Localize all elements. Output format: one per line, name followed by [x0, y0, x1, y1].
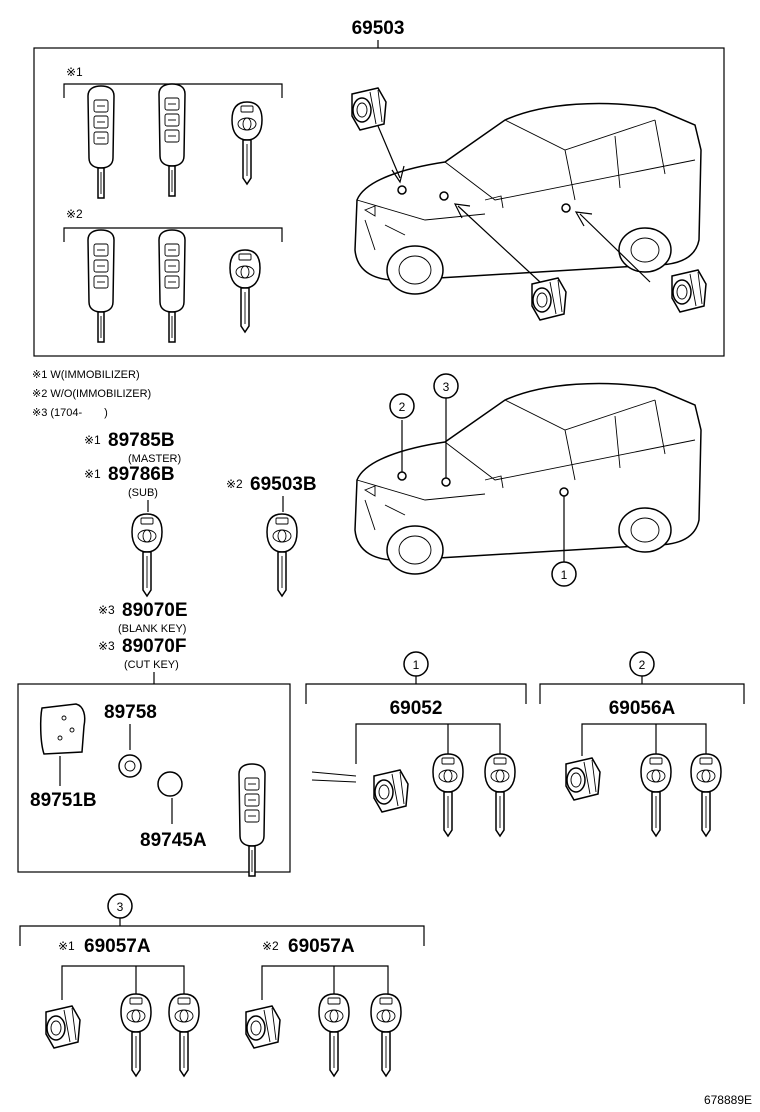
transmitter-box	[17, 683, 291, 873]
vehicle-icon	[354, 102, 702, 295]
mechanical-key-icon	[131, 513, 163, 597]
ignition-switch-icon	[531, 277, 567, 321]
mechanical-key-icon	[432, 753, 464, 837]
callout-circle-icon: 2	[629, 651, 655, 677]
mechanical-key-icon	[229, 249, 261, 333]
key-master-desc: (MASTER)	[128, 453, 181, 465]
door-lock-cylinder-icon	[671, 269, 707, 313]
svg-text:1: 1	[413, 658, 420, 672]
key-cut-desc: (CUT KEY)	[124, 659, 179, 671]
svg-text:1: 1	[561, 568, 568, 582]
mechanical-key-icon	[266, 513, 298, 597]
set3-left-mark: ※1	[58, 939, 75, 953]
mechanical-key-icon	[690, 753, 722, 837]
ignition-switch-icon	[373, 769, 409, 813]
group1-mark: ※1	[66, 65, 83, 79]
mechanical-key-icon	[318, 993, 350, 1077]
mechanical-key-icon	[120, 993, 152, 1077]
mechanical-key-icon	[484, 753, 516, 837]
smart-key-icon	[238, 763, 266, 877]
key-69503b-number: 69503B	[250, 474, 317, 495]
key-blank-number: 89070E	[122, 600, 188, 621]
svg-text:3: 3	[117, 900, 124, 914]
mechanical-key-icon	[168, 993, 200, 1077]
svg-text:2: 2	[399, 400, 406, 414]
mechanical-key-icon	[640, 753, 672, 837]
transmitter-case-icon	[39, 703, 86, 755]
seal-ring-icon	[118, 754, 142, 778]
callout-circle-icon: 3	[433, 373, 459, 399]
set1-number: 69052	[390, 698, 443, 719]
callout-circle-icon: 3	[107, 893, 133, 919]
note-2: ※2 W/O(IMMOBILIZER)	[32, 388, 151, 400]
door-lock-cylinder-icon	[565, 757, 601, 801]
note-1: ※1 W(IMMOBILIZER)	[32, 369, 140, 381]
seal-number: 89758	[104, 702, 157, 723]
kit-frame	[33, 47, 725, 357]
coin-battery-icon	[157, 771, 183, 797]
battery-number: 89745A	[140, 830, 207, 851]
callout-circle-icon: 1	[403, 651, 429, 677]
mechanical-key-icon	[231, 101, 263, 185]
smart-key-icon	[87, 85, 115, 199]
note-3: ※3 (1704- )	[32, 407, 108, 419]
smart-key-icon	[158, 83, 186, 197]
group2-mark: ※2	[66, 207, 83, 221]
key-sub-mark: ※1	[84, 467, 101, 481]
key-blank-mark: ※3	[98, 603, 115, 617]
set3-left-number: 69057A	[84, 936, 151, 957]
key-master-number: 89785B	[108, 430, 175, 451]
case-number: 89751B	[30, 790, 97, 811]
key-cut-number: 89070F	[122, 636, 186, 657]
set3-right-mark: ※2	[262, 939, 279, 953]
mechanical-key-icon	[370, 993, 402, 1077]
set2-number: 69056A	[609, 698, 676, 719]
key-sub-desc: (SUB)	[128, 487, 158, 499]
key-cut-mark: ※3	[98, 639, 115, 653]
set3-right-number: 69057A	[288, 936, 355, 957]
figure-code: 678889E	[704, 1093, 752, 1107]
door-lock-cylinder-icon	[351, 87, 387, 131]
group-part-number: 69503	[352, 18, 405, 39]
door-lock-cylinder-icon	[245, 1005, 281, 1049]
door-lock-cylinder-icon	[45, 1005, 81, 1049]
smart-key-icon	[87, 229, 115, 343]
callout-circle-icon: 2	[389, 393, 415, 419]
key-sub-number: 89786B	[108, 464, 175, 485]
ignition-wire	[311, 771, 357, 783]
key-master-mark: ※1	[84, 433, 101, 447]
callout-circle-icon: 1	[551, 561, 577, 587]
svg-text:2: 2	[639, 658, 646, 672]
pointer-arrow	[377, 125, 401, 179]
key-69503b-mark: ※2	[226, 477, 243, 491]
smart-key-icon	[158, 229, 186, 343]
svg-text:3: 3	[443, 380, 450, 394]
key-blank-desc: (BLANK KEY)	[118, 623, 186, 635]
